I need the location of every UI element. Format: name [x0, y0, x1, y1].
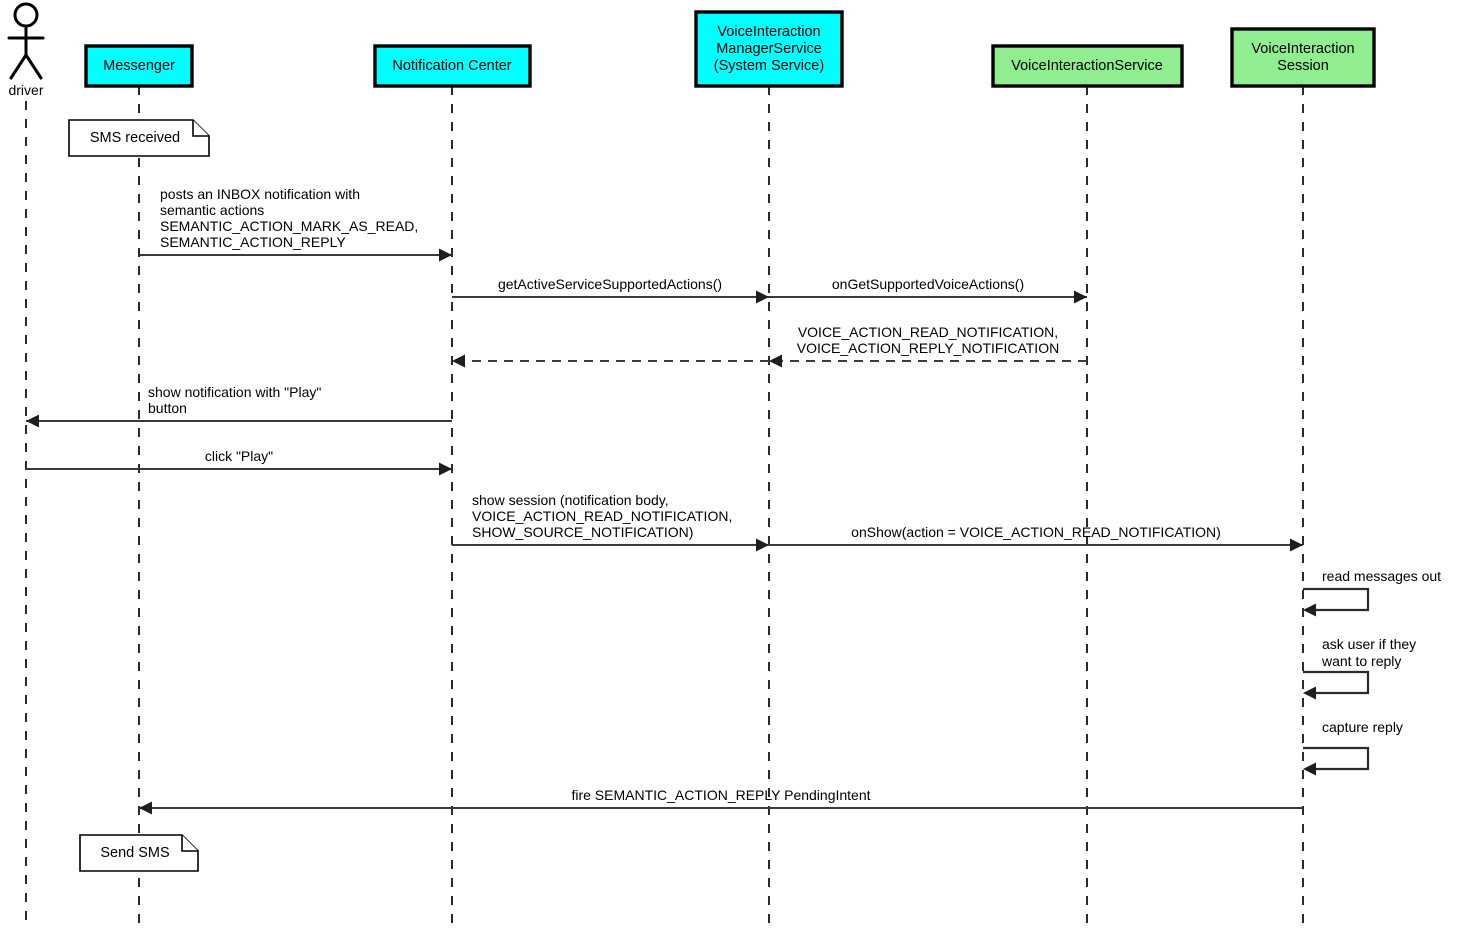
lifelines-layer: [25, 86, 1304, 925]
message-label: show session (notification body,: [472, 492, 669, 508]
message-label: VOICE_ACTION_READ_NOTIFICATION,: [472, 508, 732, 524]
self-read-messages-out[interactable]: read messages out: [1303, 568, 1441, 617]
message-label: VOICE_ACTION_REPLY_NOTIFICATION: [797, 340, 1059, 356]
msg-fire-semantic-action-reply-pendingintent[interactable]: fire SEMANTIC_ACTION_REPLY PendingIntent: [139, 787, 1303, 815]
message-arrowhead: [756, 538, 769, 552]
note-label: Send SMS: [100, 845, 169, 861]
message-arrowhead: [26, 414, 39, 428]
self-call-loop: [1303, 670, 1370, 695]
message-label: onShow(action = VOICE_ACTION_READ_NOTIFI…: [851, 524, 1221, 540]
participant-label: Session: [1277, 58, 1329, 74]
self-call-label: want to reply: [1321, 653, 1401, 669]
message-label: fire SEMANTIC_ACTION_REPLY PendingIntent: [571, 787, 870, 803]
note-send-sms: Send SMS: [79, 834, 199, 872]
actor-head: [13, 2, 39, 28]
note-sms-received: SMS received: [68, 119, 210, 157]
self-call-loop: [1303, 587, 1370, 612]
note-fold-corner: [192, 120, 209, 137]
self-call-loop: [1303, 746, 1370, 771]
message-label: button: [148, 400, 187, 416]
self-call-arrowhead: [1303, 603, 1316, 617]
message-arrowhead: [1074, 290, 1087, 304]
note-fold-corner: [181, 835, 198, 852]
participant-voiceinteractionservice[interactable]: VoiceInteractionService: [991, 44, 1184, 88]
actor-leg-right: [24, 53, 43, 80]
actor-driver[interactable]: driver: [7, 2, 45, 98]
participant-notification-center[interactable]: Notification Center: [373, 44, 532, 88]
messages-layer: posts an INBOX notification withsemantic…: [26, 186, 1303, 815]
self-call-label: read messages out: [1322, 568, 1441, 584]
participants-layer: driver Messenger Notification Center VoiceI…: [7, 2, 1376, 98]
participant-box: [84, 44, 194, 88]
message-arrowhead: [756, 290, 769, 304]
participant-box: [1230, 27, 1376, 88]
message-label: posts an INBOX notification with: [160, 186, 360, 202]
msg-get-active-service-supported-actions[interactable]: getActiveServiceSupportedActions(): [452, 276, 769, 304]
msg-show-session[interactable]: show session (notification body,VOICE_AC…: [452, 492, 769, 552]
msg-on-show-action[interactable]: onShow(action = VOICE_ACTION_READ_NOTIFI…: [769, 524, 1303, 552]
actor-leg-left: [9, 53, 28, 80]
message-arrowhead: [452, 354, 465, 368]
message-arrowhead: [769, 354, 782, 368]
msg-click-play[interactable]: click "Play": [26, 448, 452, 476]
participant-label: VoiceInteraction: [1251, 41, 1354, 57]
msg-show-notification-with-play-button[interactable]: show notification with "Play"button: [26, 384, 452, 428]
participant-label: VoiceInteractionService: [1011, 58, 1163, 74]
self-call-arrowhead: [1303, 686, 1316, 700]
self-call-label: ask user if they: [1322, 636, 1416, 652]
msg-return-voice-actions-to-manager[interactable]: VOICE_ACTION_READ_NOTIFICATION,VOICE_ACT…: [769, 324, 1087, 368]
participant-box: [373, 44, 532, 88]
msg-post-inbox-notification[interactable]: posts an INBOX notification withsemantic…: [139, 186, 452, 262]
note-body: [68, 119, 210, 157]
message-arrowhead: [1290, 538, 1303, 552]
self-capture-reply[interactable]: capture reply: [1303, 719, 1403, 776]
participant-label: (System Service): [714, 58, 824, 74]
participant-label: ManagerService: [716, 41, 822, 57]
message-label: show notification with "Play": [148, 384, 321, 400]
self-call-arrowhead: [1303, 762, 1316, 776]
participant-box: [694, 10, 844, 88]
message-label: VOICE_ACTION_READ_NOTIFICATION,: [798, 324, 1058, 340]
message-arrowhead: [439, 462, 452, 476]
participant-messenger[interactable]: Messenger: [84, 44, 194, 88]
message-arrowhead: [439, 248, 452, 262]
message-label: semantic actions: [160, 202, 264, 218]
note-body: [79, 834, 199, 872]
note-label: SMS received: [90, 130, 180, 146]
participant-box: [991, 44, 1184, 88]
message-label: SEMANTIC_ACTION_MARK_AS_READ,: [160, 218, 418, 234]
participant-label: VoiceInteraction: [717, 24, 820, 40]
participant-label: Notification Center: [392, 58, 511, 74]
message-label: click "Play": [205, 448, 273, 464]
participant-label: Messenger: [103, 58, 175, 74]
message-label: onGetSupportedVoiceActions(): [832, 276, 1024, 292]
message-label: SHOW_SOURCE_NOTIFICATION): [472, 524, 693, 540]
message-arrowhead: [139, 801, 152, 815]
msg-return-voice-actions-to-notification-center[interactable]: [452, 354, 769, 368]
self-call-label: capture reply: [1322, 719, 1403, 735]
msg-on-get-supported-voice-actions[interactable]: onGetSupportedVoiceActions(): [769, 276, 1087, 304]
message-label: getActiveServiceSupportedActions(): [498, 276, 722, 292]
actor-label: driver: [8, 82, 43, 98]
message-label: SEMANTIC_ACTION_REPLY: [160, 234, 346, 250]
